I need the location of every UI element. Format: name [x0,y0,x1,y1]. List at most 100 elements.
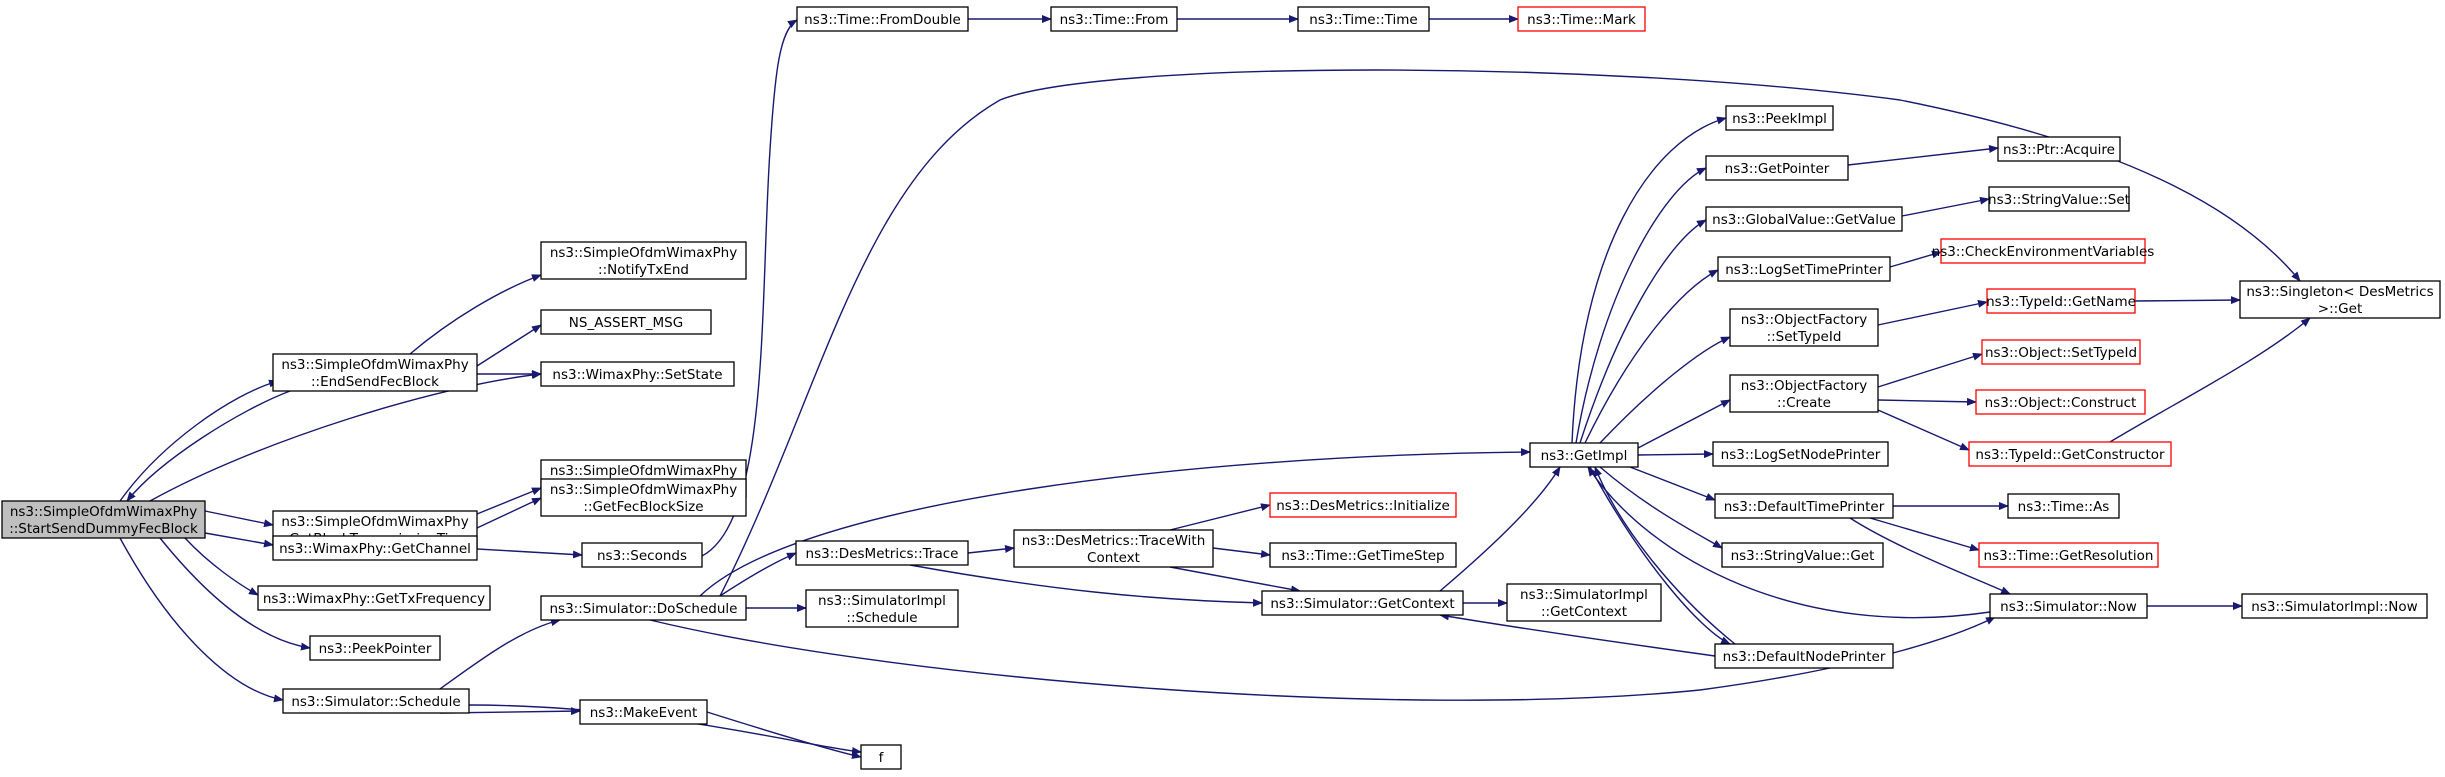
node-gvget[interactable]: ns3::GlobalValue::GetValue [1705,206,1903,232]
node-lognp[interactable]: ns3::LogSetNodePrinter [1712,441,1889,467]
node-objconstr[interactable]: ns3::Object::Construct [1975,389,2146,415]
node-box[interactable] [805,589,959,628]
node-label: ns3::Object::SetTypeId [1985,345,2137,361]
node-destrace[interactable]: ns3::DesMetrics::Trace [795,540,969,566]
edge-getblock-to-seconds [459,547,583,559]
node-timeres[interactable]: ns3::Time::GetResolution [1978,542,2159,568]
node-f[interactable]: f [860,744,902,770]
node-box[interactable] [1261,590,1464,616]
node-box[interactable] [796,6,969,32]
node-getptr[interactable]: ns3::GetPointer [1705,155,1849,181]
node-implsched[interactable]: ns3::SimulatorImpl::Schedule [805,589,959,628]
edge-deftp-to-simnow [1849,517,2011,595]
node-box[interactable] [1712,441,1889,467]
node-from[interactable]: ns3::Time::From [1050,6,1178,32]
node-seconds[interactable]: ns3::Seconds [581,542,703,568]
node-timeas[interactable]: ns3::Time::As [2007,493,2120,519]
node-checkenv[interactable]: ns3::CheckEnvironmentVariables [1932,238,2155,264]
node-box[interactable] [1981,339,2141,365]
node-desinit[interactable]: ns3::DesMetrics::Initialize [1269,492,1457,518]
node-gettxf[interactable]: ns3::WimaxPhy::GetTxFrequency [257,585,491,611]
node-getimpl[interactable]: ns3::GetImpl [1529,442,1639,468]
node-label: ns3::Time::As [2018,499,2110,515]
node-box[interactable] [540,361,735,387]
node-box[interactable] [540,309,712,335]
node-tidname[interactable]: ns3::TypeId::GetName [1986,288,2136,314]
node-box[interactable] [272,535,478,561]
node-box[interactable] [1714,643,1894,669]
node-box[interactable] [1297,6,1430,32]
node-box[interactable] [581,542,703,568]
node-box[interactable] [1705,155,1849,181]
node-box[interactable] [2241,593,2428,619]
node-box[interactable] [1269,542,1457,568]
node-box[interactable] [860,744,902,770]
node-time[interactable]: ns3::Time::Time [1297,6,1430,32]
node-box[interactable] [2239,280,2441,319]
node-box[interactable] [1978,542,2159,568]
node-box[interactable] [1517,6,1646,32]
node-box[interactable] [1269,492,1457,518]
node-box[interactable] [1506,583,1662,622]
node-makeevt[interactable]: ns3::MakeEvent [579,699,708,725]
node-getfec[interactable]: ns3::SimpleOfdmWimaxPhy::GetFecBlockSize [540,478,747,517]
node-getchan[interactable]: ns3::WimaxPhy::GetChannel [272,535,478,561]
node-box[interactable] [1975,389,2146,415]
node-box[interactable] [272,353,478,392]
node-ofcreate[interactable]: ns3::ObjectFactory::Create [1729,374,1879,413]
node-box[interactable] [1968,441,2172,467]
node-start[interactable]: ns3::SimpleOfdmWimaxPhy::StartSendDummyF… [1,500,206,539]
node-box[interactable] [1721,542,1884,568]
node-endsend[interactable]: ns3::SimpleOfdmWimaxPhy::EndSendFecBlock [272,353,478,392]
node-tidctor[interactable]: ns3::TypeId::GetConstructor [1968,441,2172,467]
node-fromdbl[interactable]: ns3::Time::FromDouble [796,6,969,32]
node-box[interactable] [1725,105,1834,131]
node-box[interactable] [540,595,747,621]
node-svget[interactable]: ns3::StringValue::Get [1721,542,1884,568]
node-singleton[interactable]: ns3::Singleton< DesMetrics>::Get [2239,280,2441,319]
node-box[interactable] [1988,186,2130,212]
node-box[interactable] [795,540,969,566]
node-box[interactable] [1050,6,1178,32]
node-box[interactable] [1,500,206,539]
node-dosched[interactable]: ns3::Simulator::DoSchedule [540,595,747,621]
node-box[interactable] [1013,529,1214,568]
node-notify[interactable]: ns3::SimpleOfdmWimaxPhy::NotifyTxEnd [540,241,747,280]
node-box[interactable] [1717,256,1891,282]
node-box[interactable] [1729,374,1879,413]
node-acquire[interactable]: ns3::Ptr::Acquire [1997,136,2121,162]
node-box[interactable] [1529,442,1639,468]
node-box[interactable] [1729,308,1879,347]
node-simnow[interactable]: ns3::Simulator::Now [1989,593,2148,619]
node-box[interactable] [579,699,708,725]
node-deftp[interactable]: ns3::DefaultTimePrinter [1714,493,1894,519]
node-ofsettid[interactable]: ns3::ObjectFactory::SetTypeId [1729,308,1879,347]
node-simsched[interactable]: ns3::Simulator::Schedule [282,688,470,714]
node-box[interactable] [540,241,747,280]
node-setstate[interactable]: ns3::WimaxPhy::SetState [540,361,735,387]
node-peekptr[interactable]: ns3::PeekPointer [309,635,441,661]
node-implnow[interactable]: ns3::SimulatorImpl::Now [2241,593,2428,619]
node-box[interactable] [282,688,470,714]
node-implctx[interactable]: ns3::SimulatorImpl::GetContext [1506,583,1662,622]
node-box[interactable] [1986,288,2136,314]
node-objsettid[interactable]: ns3::Object::SetTypeId [1981,339,2141,365]
node-box[interactable] [257,585,491,611]
node-box[interactable] [2007,493,2120,519]
node-defnp[interactable]: ns3::DefaultNodePrinter [1714,643,1894,669]
node-box[interactable] [1714,493,1894,519]
node-svset[interactable]: ns3::StringValue::Set [1988,186,2130,212]
node-timestep[interactable]: ns3::Time::GetTimeStep [1269,542,1457,568]
node-logtp[interactable]: ns3::LogSetTimePrinter [1717,256,1891,282]
node-box[interactable] [1989,593,2148,619]
node-getctx[interactable]: ns3::Simulator::GetContext [1261,590,1464,616]
node-box[interactable] [1940,238,2146,264]
node-box[interactable] [1997,136,2121,162]
node-mark[interactable]: ns3::Time::Mark [1517,6,1646,32]
node-box[interactable] [1705,206,1903,232]
node-peekimpl[interactable]: ns3::PeekImpl [1725,105,1834,131]
node-box[interactable] [309,635,441,661]
node-box[interactable] [540,478,747,517]
node-assert[interactable]: NS_ASSERT_MSG [540,309,712,335]
